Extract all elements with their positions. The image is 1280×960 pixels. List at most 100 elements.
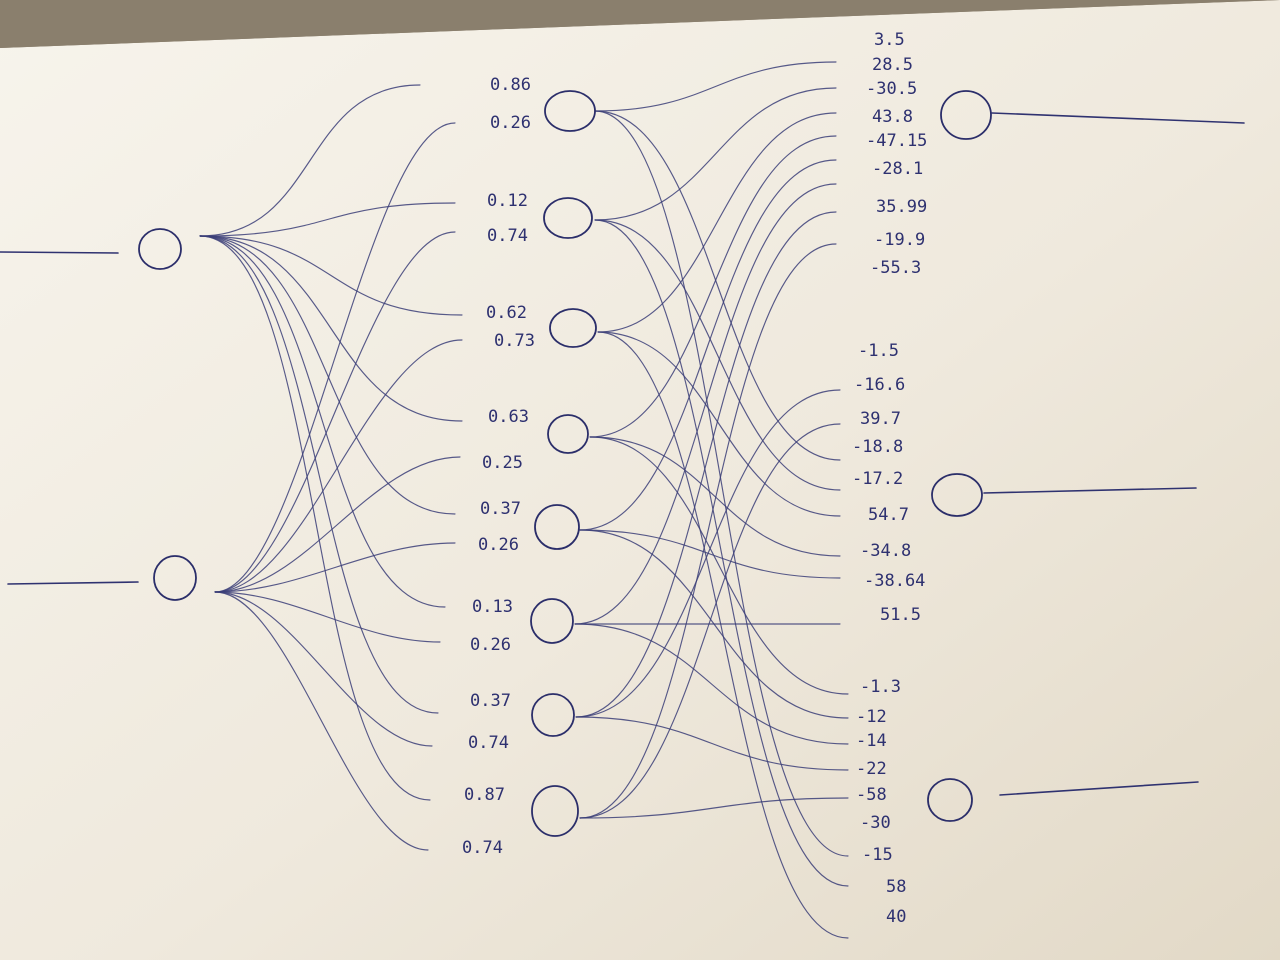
- output-weight-6: -30: [860, 813, 891, 833]
- hidden-neuron-5: 0.37 0.26: [478, 499, 580, 555]
- hidden-weight-bottom: 0.25: [482, 453, 523, 473]
- output-weight-9: 51.5: [880, 605, 921, 625]
- wire-in1-h3: [199, 235, 463, 316]
- hidden-node: [531, 693, 575, 737]
- wire-h7-o1: [575, 211, 837, 718]
- hidden-weight-top: 0.87: [464, 785, 505, 805]
- wire-h8-o3: [579, 797, 849, 819]
- wire-h7-o3: [575, 716, 849, 771]
- wire-in1-h7: [199, 235, 439, 714]
- output-weight-8: -38.64: [864, 571, 925, 591]
- hidden-node: [544, 90, 596, 132]
- output-weight-5: -58: [856, 785, 887, 805]
- hidden-weight-bottom: 0.26: [470, 635, 511, 655]
- output-line: [999, 781, 1199, 796]
- hidden-weight-top: 0.63: [488, 407, 529, 427]
- wire-h5-o2: [579, 529, 841, 579]
- hidden-node: [534, 504, 580, 550]
- hidden-neuron-8: 0.87 0.74: [462, 785, 579, 858]
- output-weight-2: 28.5: [872, 55, 913, 75]
- hidden-neuron-6: 0.13 0.26: [470, 597, 574, 655]
- output-neuron-2: -1.5 -16.6 39.7 -18.8 -17.2 54.7 -34.8 -…: [852, 341, 1197, 625]
- hidden-weight-bottom: 0.73: [494, 331, 535, 351]
- output-weight-4: -18.8: [852, 437, 903, 457]
- wire-h3-o3: [597, 331, 849, 939]
- output-weight-4: 43.8: [872, 107, 913, 127]
- wire-h5-o1: [579, 159, 837, 531]
- hidden-weight-top: 0.62: [486, 303, 527, 323]
- output-weight-7: -34.8: [860, 541, 911, 561]
- connection-wires: [199, 61, 849, 939]
- wire-in1-h8: [199, 235, 431, 801]
- output-weight-7: 35.99: [876, 197, 927, 217]
- output-weight-5: -47.15: [866, 131, 927, 151]
- hidden-neuron-1: 0.86 0.26: [490, 75, 596, 133]
- output-weight-8: 58: [886, 877, 906, 897]
- hidden-node: [543, 197, 593, 239]
- output-weight-1: 3.5: [874, 30, 905, 50]
- wire-in1-h6: [199, 235, 446, 608]
- wire-in2-h4: [214, 456, 461, 593]
- output-weight-3: -14: [856, 731, 887, 751]
- wire-h4-o3: [589, 436, 849, 695]
- output-weight-6: 54.7: [868, 505, 909, 525]
- wire-in2-h7: [214, 591, 433, 747]
- wire-h2-o1: [594, 87, 837, 221]
- wire-h6-o1: [574, 183, 837, 625]
- hidden-layer: 0.86 0.26 0.12 0.74 0.62 0.73 0.63 0.25 …: [462, 75, 597, 858]
- wire-h3-o2: [597, 331, 841, 517]
- wire-h1-o3: [594, 110, 849, 857]
- wire-h6-o3: [574, 623, 849, 745]
- output-weight-2: -16.6: [854, 375, 905, 395]
- hidden-weight-top: 0.37: [480, 499, 521, 519]
- wire-in2-h2: [214, 231, 456, 593]
- hidden-neuron-4: 0.63 0.25: [482, 407, 589, 473]
- wire-in1-h4: [199, 235, 463, 422]
- wire-h4-o1: [589, 135, 837, 438]
- hidden-node: [531, 785, 579, 837]
- output-weight-8: -19.9: [874, 230, 925, 250]
- output-neuron-1: 3.5 28.5 -30.5 43.8 -47.15 -28.1 35.99 -…: [866, 30, 1245, 278]
- input-node-2: [153, 555, 197, 601]
- wire-in2-h1: [214, 122, 456, 593]
- wire-in1-h1: [199, 84, 421, 237]
- output-weight-9: 40: [886, 907, 906, 927]
- wire-in2-h8: [214, 591, 429, 851]
- hidden-node: [530, 598, 574, 644]
- wire-in1-h2: [199, 202, 456, 237]
- shadow-corner: [0, 0, 1280, 48]
- output-weight-5: -17.2: [852, 469, 903, 489]
- wire-h8-o2: [579, 423, 841, 819]
- output-node: [927, 778, 973, 822]
- hidden-node: [549, 308, 597, 348]
- input-line-1: [0, 251, 119, 254]
- output-weight-2: -12: [856, 707, 887, 727]
- hidden-weight-bottom: 0.74: [468, 733, 509, 753]
- output-weight-1: -1.3: [860, 677, 901, 697]
- input-node-1: [138, 228, 182, 270]
- wire-h7-o2: [575, 389, 841, 718]
- wire-h1-o1: [594, 61, 837, 112]
- output-weight-4: -22: [856, 759, 887, 779]
- hidden-weight-bottom: 0.26: [490, 113, 531, 133]
- input-layer: [0, 228, 197, 601]
- output-weight-6: -28.1: [872, 159, 923, 179]
- wire-h2-o2: [594, 219, 841, 491]
- wire-in2-h6: [214, 591, 441, 643]
- output-layer: 3.5 28.5 -30.5 43.8 -47.15 -28.1 35.99 -…: [852, 30, 1245, 927]
- wire-in2-h5: [214, 542, 456, 593]
- output-line: [983, 487, 1197, 494]
- hidden-weight-top: 0.37: [470, 691, 511, 711]
- hidden-weight-bottom: 0.26: [478, 535, 519, 555]
- output-weight-7: -15: [862, 845, 893, 865]
- wire-in1-h5: [199, 235, 456, 515]
- hidden-weight-top: 0.12: [487, 191, 528, 211]
- wire-in2-h3: [214, 339, 463, 593]
- hidden-neuron-7: 0.37 0.74: [468, 691, 575, 753]
- wire-h1-o2: [594, 110, 841, 461]
- hidden-weight-top: 0.86: [490, 75, 531, 95]
- output-neuron-3: -1.3 -12 -14 -22 -58 -30 -15 58 40: [856, 677, 1199, 927]
